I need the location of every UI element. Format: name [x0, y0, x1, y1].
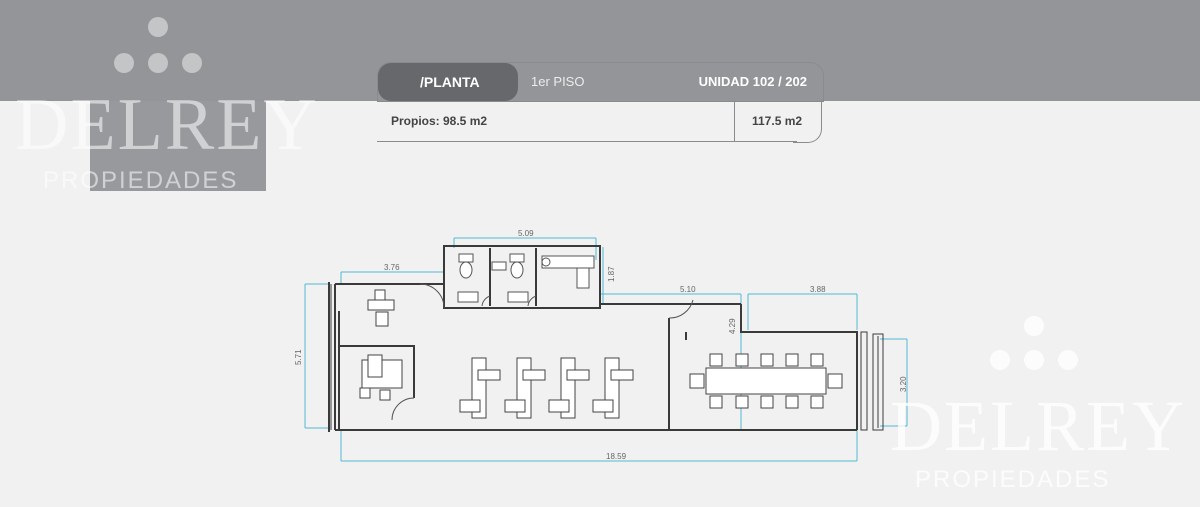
- unit-label: UNIDAD 102 / 202: [698, 74, 807, 89]
- logo-box: [90, 101, 266, 191]
- unit-info-card: /PLANTA 1er PISO UNIDAD 102 / 202 Propio…: [377, 62, 824, 143]
- dim-corridor-width: 5.10: [680, 285, 696, 294]
- logo-dots-row-icon: [114, 53, 202, 73]
- total-area: 117.5 m2: [752, 114, 803, 128]
- logo-sub: PROPIEDADES: [43, 167, 239, 194]
- dim-left-room-width: 3.76: [384, 263, 400, 272]
- logo-dots-icon: [148, 17, 168, 37]
- card-bottom: Propios: 98.5 m2 117.5 m2: [377, 100, 824, 143]
- watermark-logo-top: DELREY PROPIEDADES: [0, 0, 320, 195]
- header-band: [0, 0, 1200, 101]
- dim-right-height: 3.20: [899, 376, 908, 392]
- logo-sub-bottom: PROPIEDADES: [915, 466, 1111, 493]
- own-area: Propios: 98.5 m2: [391, 114, 488, 128]
- tab-planta[interactable]: /PLANTA: [378, 63, 518, 101]
- watermark-logo-bottom: DELREY PROPIEDADES: [880, 316, 1200, 507]
- dim-total-length: 18.59: [606, 452, 627, 461]
- logo-dots-row-icon-bottom: [990, 350, 1078, 370]
- facade: [330, 284, 884, 431]
- dim-meeting-depth: 4.29: [728, 318, 737, 334]
- logo-brand-bottom: DELREY: [890, 386, 1186, 466]
- tab-floor[interactable]: 1er PISO: [531, 74, 585, 89]
- dim-meeting-width: 3.88: [810, 285, 826, 294]
- bath-fixtures: [457, 253, 595, 303]
- dim-bath-width: 5.09: [518, 229, 534, 238]
- logo-brand: DELREY: [15, 84, 319, 166]
- card-top: /PLANTA 1er PISO UNIDAD 102 / 202: [377, 62, 824, 102]
- logo-dots-icon-bottom: [1024, 316, 1044, 336]
- dim-bath-depth: 1.87: [607, 266, 616, 282]
- dim-left-height: 5.71: [294, 349, 303, 365]
- furniture: [359, 289, 843, 419]
- doors: [391, 283, 694, 421]
- walls: [328, 245, 858, 432]
